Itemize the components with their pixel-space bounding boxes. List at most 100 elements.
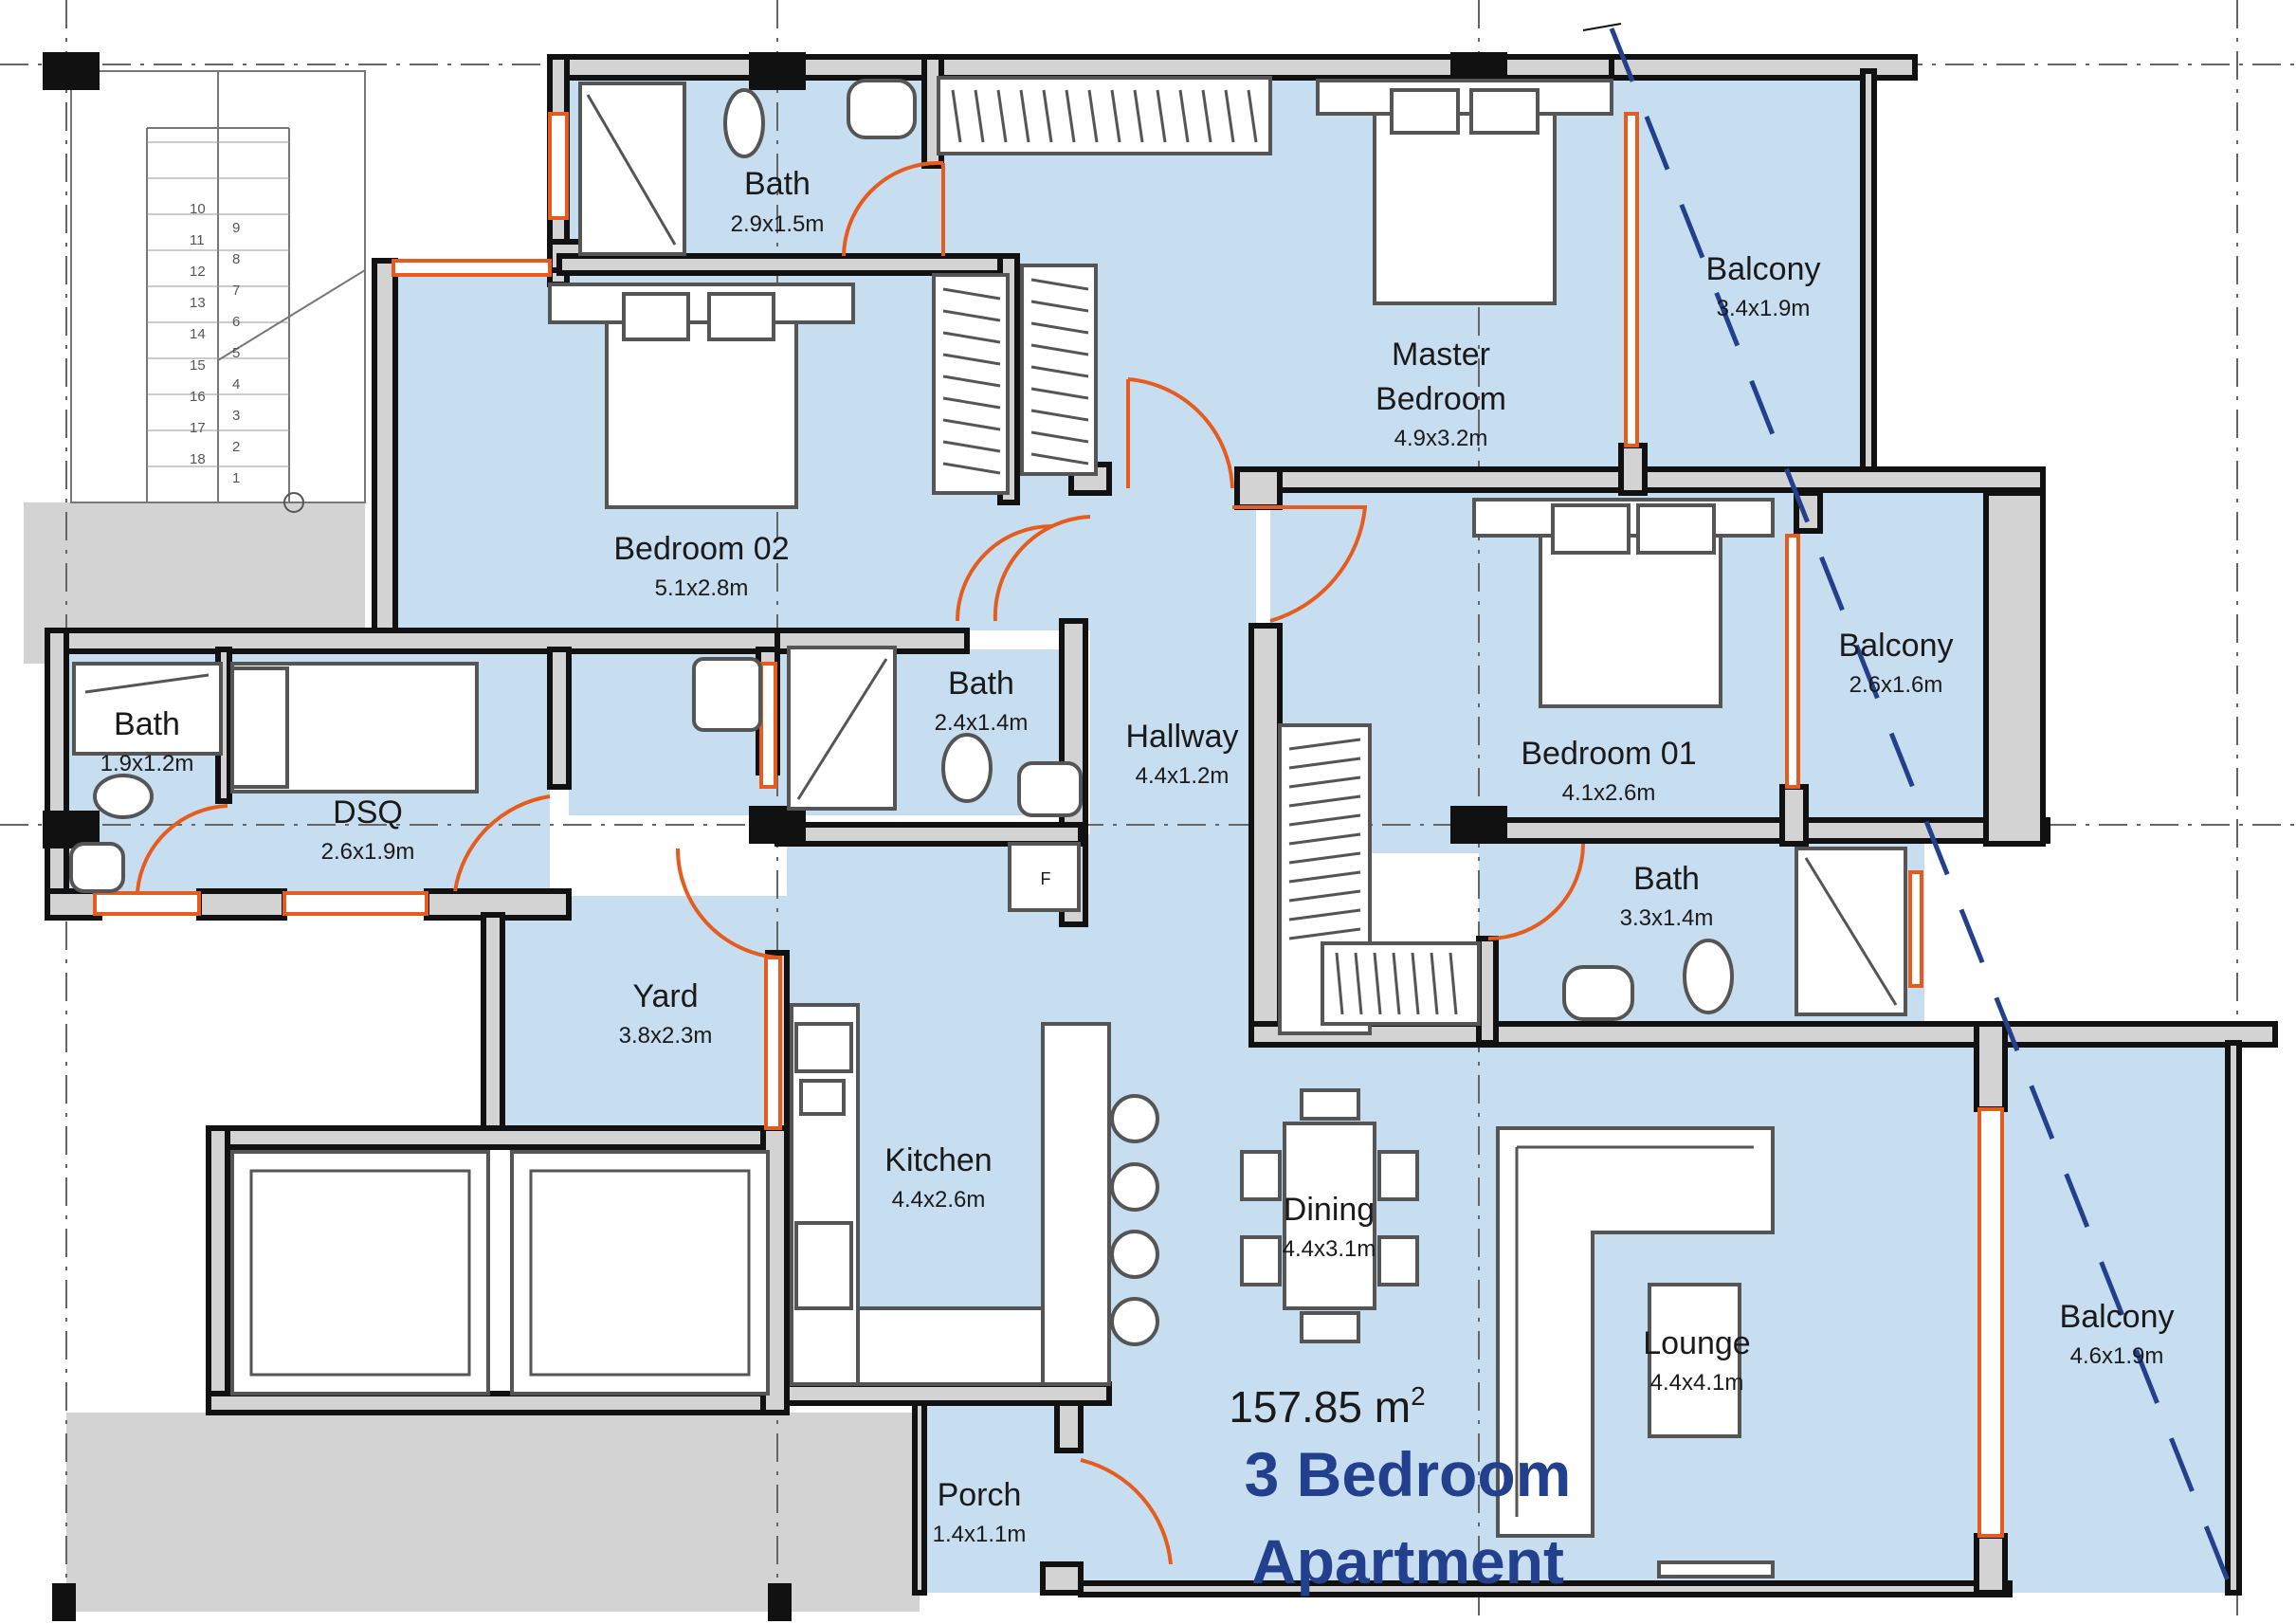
room-labels: Bath 2.9x1.5m Master Bedroom 4.9x3.2m Ba… [100, 166, 2175, 1547]
sink-shared [692, 657, 762, 732]
stair-number: 10 [190, 201, 206, 217]
dims-porch: 1.4x1.1m [933, 1522, 1027, 1547]
label-master-bedroom-2: Bedroom [1376, 381, 1506, 417]
furniture: F [69, 76, 1907, 1578]
floor-balcony-01 [1811, 493, 1986, 825]
title-line-2: Apartment [1251, 1526, 1564, 1597]
total-area: 157.85 m2 [1229, 1381, 1425, 1432]
label-kitchen: Kitchen [884, 1142, 992, 1178]
stair-number: 7 [232, 283, 240, 299]
dims-bedroom-01: 4.1x2.6m [1562, 780, 1656, 806]
oven [794, 1022, 853, 1073]
total-area-superscript: 2 [1411, 1381, 1426, 1411]
label-dining: Dining [1284, 1192, 1375, 1228]
dims-hallway: 4.4x1.2m [1136, 763, 1230, 789]
bar-stool-1 [1110, 1094, 1159, 1143]
bar-stool-3 [1110, 1230, 1159, 1279]
hob [794, 1221, 853, 1310]
dims-bath-master: 2.9x1.5m [731, 211, 825, 237]
floor-balcony-lounge [1991, 1033, 2237, 1593]
dims-bath-dsq: 1.9x1.2m [100, 751, 194, 776]
label-balcony-01: Balcony [1839, 628, 1954, 664]
stair-number: 13 [190, 295, 206, 311]
label-dsq: DSQ [333, 794, 403, 830]
bed-02-headboard [548, 283, 855, 324]
wardrobe-02b [1020, 264, 1098, 476]
dims-yard: 3.8x2.3m [619, 1023, 713, 1049]
dining-table [1283, 1122, 1376, 1310]
section-arrow [1582, 23, 1622, 31]
label-bath-dsq: Bath [114, 706, 180, 742]
dims-dining: 4.4x3.1m [1283, 1236, 1376, 1262]
dims-bath-shared: 2.4x1.4m [935, 710, 1029, 736]
bed-02 [605, 320, 798, 509]
label-yard: Yard [632, 978, 698, 1014]
stair-number: 8 [232, 251, 240, 267]
sink-01 [1562, 965, 1634, 1021]
stair-number: 12 [190, 264, 206, 280]
dims-lounge: 4.4x4.1m [1650, 1370, 1744, 1396]
stair-number: 3 [232, 408, 240, 424]
label-master-bedroom: Master [1392, 337, 1490, 373]
staircase: 10 11 12 13 14 15 16 17 18 9 8 7 6 5 4 3 2 1 [70, 70, 366, 513]
dims-balcony-01: 2.6x1.6m [1850, 672, 1943, 698]
label-bedroom-01: Bedroom 01 [1521, 736, 1696, 772]
sink-shared-2 [1017, 761, 1083, 817]
label-bath-master: Bath [744, 166, 811, 202]
label-hallway: Hallway [1125, 719, 1238, 755]
label-bedroom-02: Bedroom 02 [613, 531, 789, 567]
stair-number: 6 [232, 314, 240, 330]
stair-number: 9 [232, 220, 240, 236]
dims-balcony-lounge: 4.6x1.9m [2070, 1343, 2164, 1369]
title-line-1: 3 Bedroom [1245, 1439, 1572, 1509]
label-bath-01: Bath [1633, 861, 1700, 897]
fridge [1008, 842, 1081, 912]
bar-stool-4 [1110, 1297, 1159, 1346]
dims-bedroom-02: 5.1x2.8m [655, 575, 749, 601]
sink-dsq [69, 842, 125, 893]
total-area-value: 157.85 m [1229, 1382, 1411, 1432]
stair-number: 11 [190, 232, 205, 248]
coffee-table [1648, 1283, 1741, 1438]
toilet-shared [941, 733, 993, 803]
stair-number: 15 [190, 357, 206, 374]
label-bath-shared: Bath [948, 666, 1014, 702]
shower-dsq [72, 662, 223, 756]
label-lounge: Lounge [1643, 1325, 1750, 1361]
exterior-bottom-left [66, 1413, 920, 1612]
label-balcony-lounge: Balcony [2060, 1299, 2175, 1335]
stair-number: 16 [190, 389, 206, 405]
dims-master-bedroom: 4.9x3.2m [1394, 426, 1488, 451]
stair-number: 2 [232, 439, 240, 455]
bar-stool-2 [1110, 1162, 1159, 1212]
sink-master [847, 79, 917, 139]
parking-left [230, 1150, 490, 1396]
parking-right [510, 1150, 770, 1396]
stair-number: 5 [232, 345, 240, 361]
stair-number: 14 [190, 326, 206, 342]
kitchen-counter-bottom [856, 1306, 1045, 1386]
label-porch: Porch [938, 1477, 1022, 1513]
dims-dsq: 2.6x1.9m [321, 839, 415, 865]
stair-number: 1 [232, 470, 240, 486]
dims-balcony-master: 3.4x1.9m [1717, 296, 1811, 321]
floor-balcony-master [1635, 71, 1868, 469]
columns [43, 52, 1507, 1621]
toilet-01 [1683, 939, 1734, 1014]
stair-number: 4 [232, 376, 240, 392]
stair-number: 17 [190, 420, 206, 436]
kitchen-island [1041, 1022, 1111, 1386]
dims-bath-01: 3.3x1.4m [1620, 905, 1714, 931]
toilet-master [723, 88, 765, 158]
stair-number: 18 [190, 451, 206, 467]
doors [136, 160, 1585, 1565]
windows [93, 112, 2004, 1538]
dims-kitchen: 4.4x2.6m [892, 1187, 986, 1213]
bed-master [1373, 112, 1557, 305]
fridge-label: F [1041, 869, 1051, 888]
label-balcony-master: Balcony [1706, 251, 1821, 287]
bed-master-headboard [1316, 79, 1613, 116]
toilet-dsq [93, 774, 154, 819]
wardrobe-master [937, 76, 1272, 155]
